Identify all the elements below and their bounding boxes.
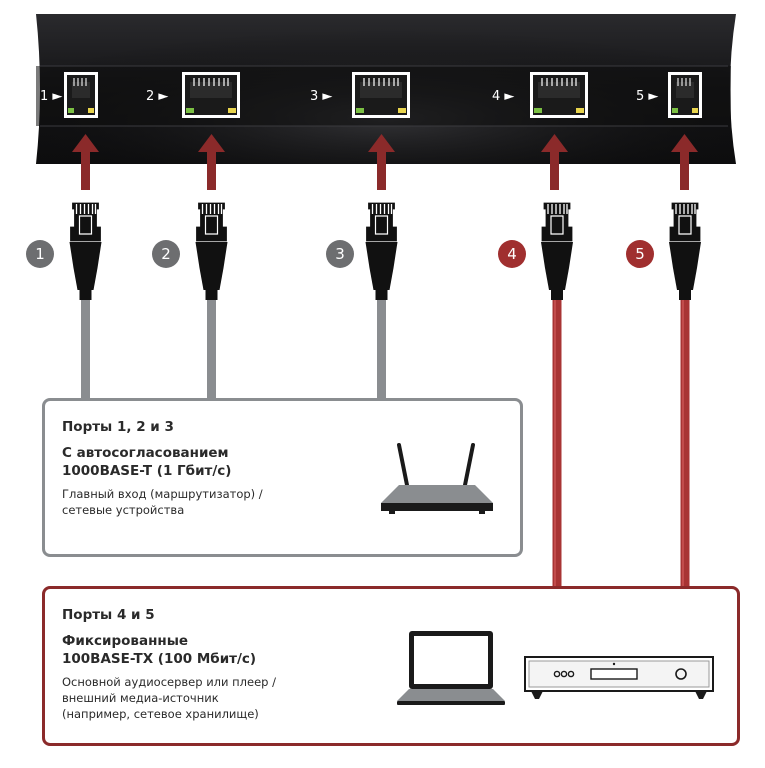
port-label-5: 5 ► (636, 89, 658, 104)
svg-text:5: 5 (635, 245, 645, 263)
arrow-up-icon (671, 134, 698, 190)
svg-text:2: 2 (161, 245, 171, 263)
laptop-icon (397, 631, 505, 705)
port-badge-3: 3 (326, 240, 354, 268)
arrow-up-icon (541, 134, 568, 190)
rj45-plug-icon (540, 201, 574, 301)
gigabit-ports-box: Порты 1, 2 и 3 С автосогласованием 1000B… (42, 398, 523, 557)
gigabit-description: Главный вход (маршрутизатор) / сетевые у… (62, 487, 263, 517)
connection-arrows (72, 134, 698, 190)
port-badge-2: 2 (152, 240, 180, 268)
rj45-plug-icon (364, 201, 399, 301)
port-label-1: 1 ► (40, 89, 62, 104)
gigabit-mode: С автосогласованием 1000BASE-T (1 Гбит/с… (62, 445, 232, 479)
fast-ethernet-cables (552, 298, 690, 589)
port-badge-1: 1 (26, 240, 54, 268)
port-badge-5: 5 (626, 240, 654, 268)
rj45-plug-icon (68, 201, 103, 301)
arrow-up-icon (72, 134, 99, 190)
fast-ports-title: Порты 4 и 5 (62, 607, 155, 623)
svg-text:1: 1 (35, 245, 45, 263)
svg-text:3: 3 (335, 245, 345, 263)
ethernet-port-4 (529, 71, 589, 119)
router-icon (381, 443, 493, 514)
rj45-plug-icon (668, 201, 702, 301)
port-label-3: 3 ► (310, 89, 332, 104)
port-label-4: 4 ► (492, 89, 514, 104)
ethernet-port-3 (351, 71, 411, 119)
gigabit-ports-title: Порты 1, 2 и 3 (62, 419, 174, 435)
ethernet-port-2 (181, 71, 241, 119)
port-label-2: 2 ► (146, 89, 168, 104)
fast-mode: Фиксированные 100BASE-TX (100 Мбит/с) (62, 633, 257, 667)
audio-player-icon (524, 656, 714, 699)
gigabit-cables (81, 298, 386, 401)
arrow-up-icon (368, 134, 395, 190)
rj45-plug-icon (194, 201, 229, 301)
arrow-up-icon (198, 134, 225, 190)
ethernet-port-1 (63, 71, 99, 119)
svg-text:4: 4 (507, 245, 517, 263)
ethernet-port-5 (667, 71, 703, 119)
port-badge-4: 4 (498, 240, 526, 268)
fast-description: Основной аудиосервер или плеер / внешний… (62, 675, 277, 721)
fast-ethernet-ports-box: Порты 4 и 5 Фиксированные 100BASE-TX (10… (42, 586, 740, 746)
